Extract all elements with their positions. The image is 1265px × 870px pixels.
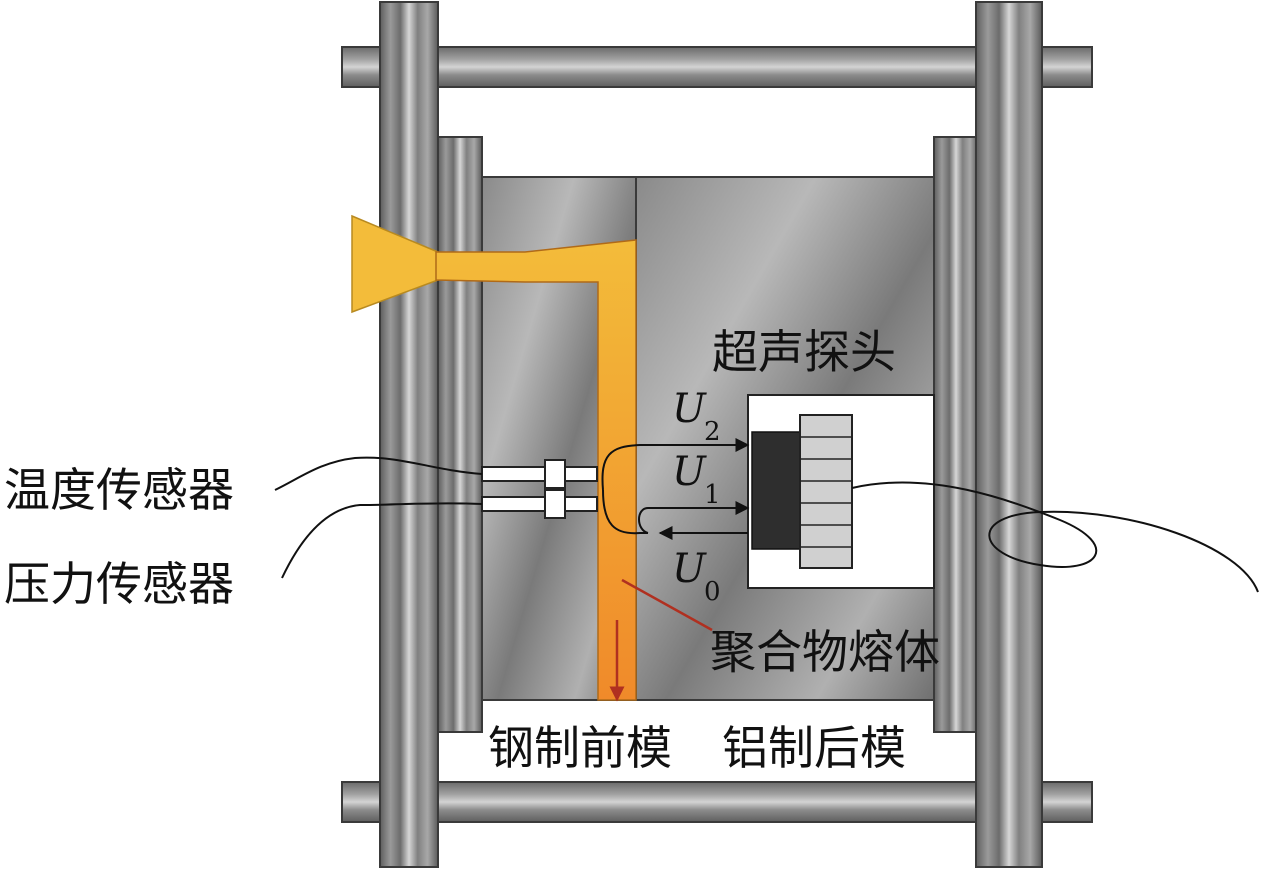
aluminum-rear-mold-label: 铝制后模 (722, 721, 906, 775)
signal-u1-arrow (602, 489, 648, 535)
signal-u1-return (638, 501, 750, 534)
polymer-melt-label: 聚合物熔体 (710, 625, 940, 679)
probe-backing (799, 414, 853, 569)
probe-cable (851, 481, 1259, 593)
pressure-sensor-wire (281, 502, 483, 579)
top-tie-bar (341, 46, 1093, 88)
steel-front-mold-label: 钢制前模 (488, 721, 672, 775)
u1-subscript: 1 (704, 480, 721, 510)
bottom-tie-bar (341, 781, 1093, 823)
right-inner-pillar (933, 136, 979, 733)
right-outer-pillar (975, 1, 1043, 868)
temperature-sensor-wire (274, 456, 483, 491)
u2-subscript: 2 (704, 417, 721, 447)
left-outer-pillar (379, 1, 439, 868)
frame-top-opening (437, 86, 977, 178)
u0-label: U (672, 546, 707, 592)
signal-u2-arrow (601, 438, 750, 491)
probe-crystal (751, 431, 803, 550)
melt-pointer-line (621, 578, 713, 632)
u1-label: U (672, 449, 707, 495)
temperature-sensor (481, 459, 598, 489)
temperature-sensor-label: 温度传感器 (4, 463, 234, 517)
u0-subscript: 0 (704, 577, 721, 607)
ultrasonic-probe-label: 超声探头 (712, 325, 896, 379)
u2-label: U (672, 386, 707, 432)
pressure-sensor-label: 压力传感器 (4, 557, 234, 611)
left-inner-pillar (437, 136, 483, 733)
